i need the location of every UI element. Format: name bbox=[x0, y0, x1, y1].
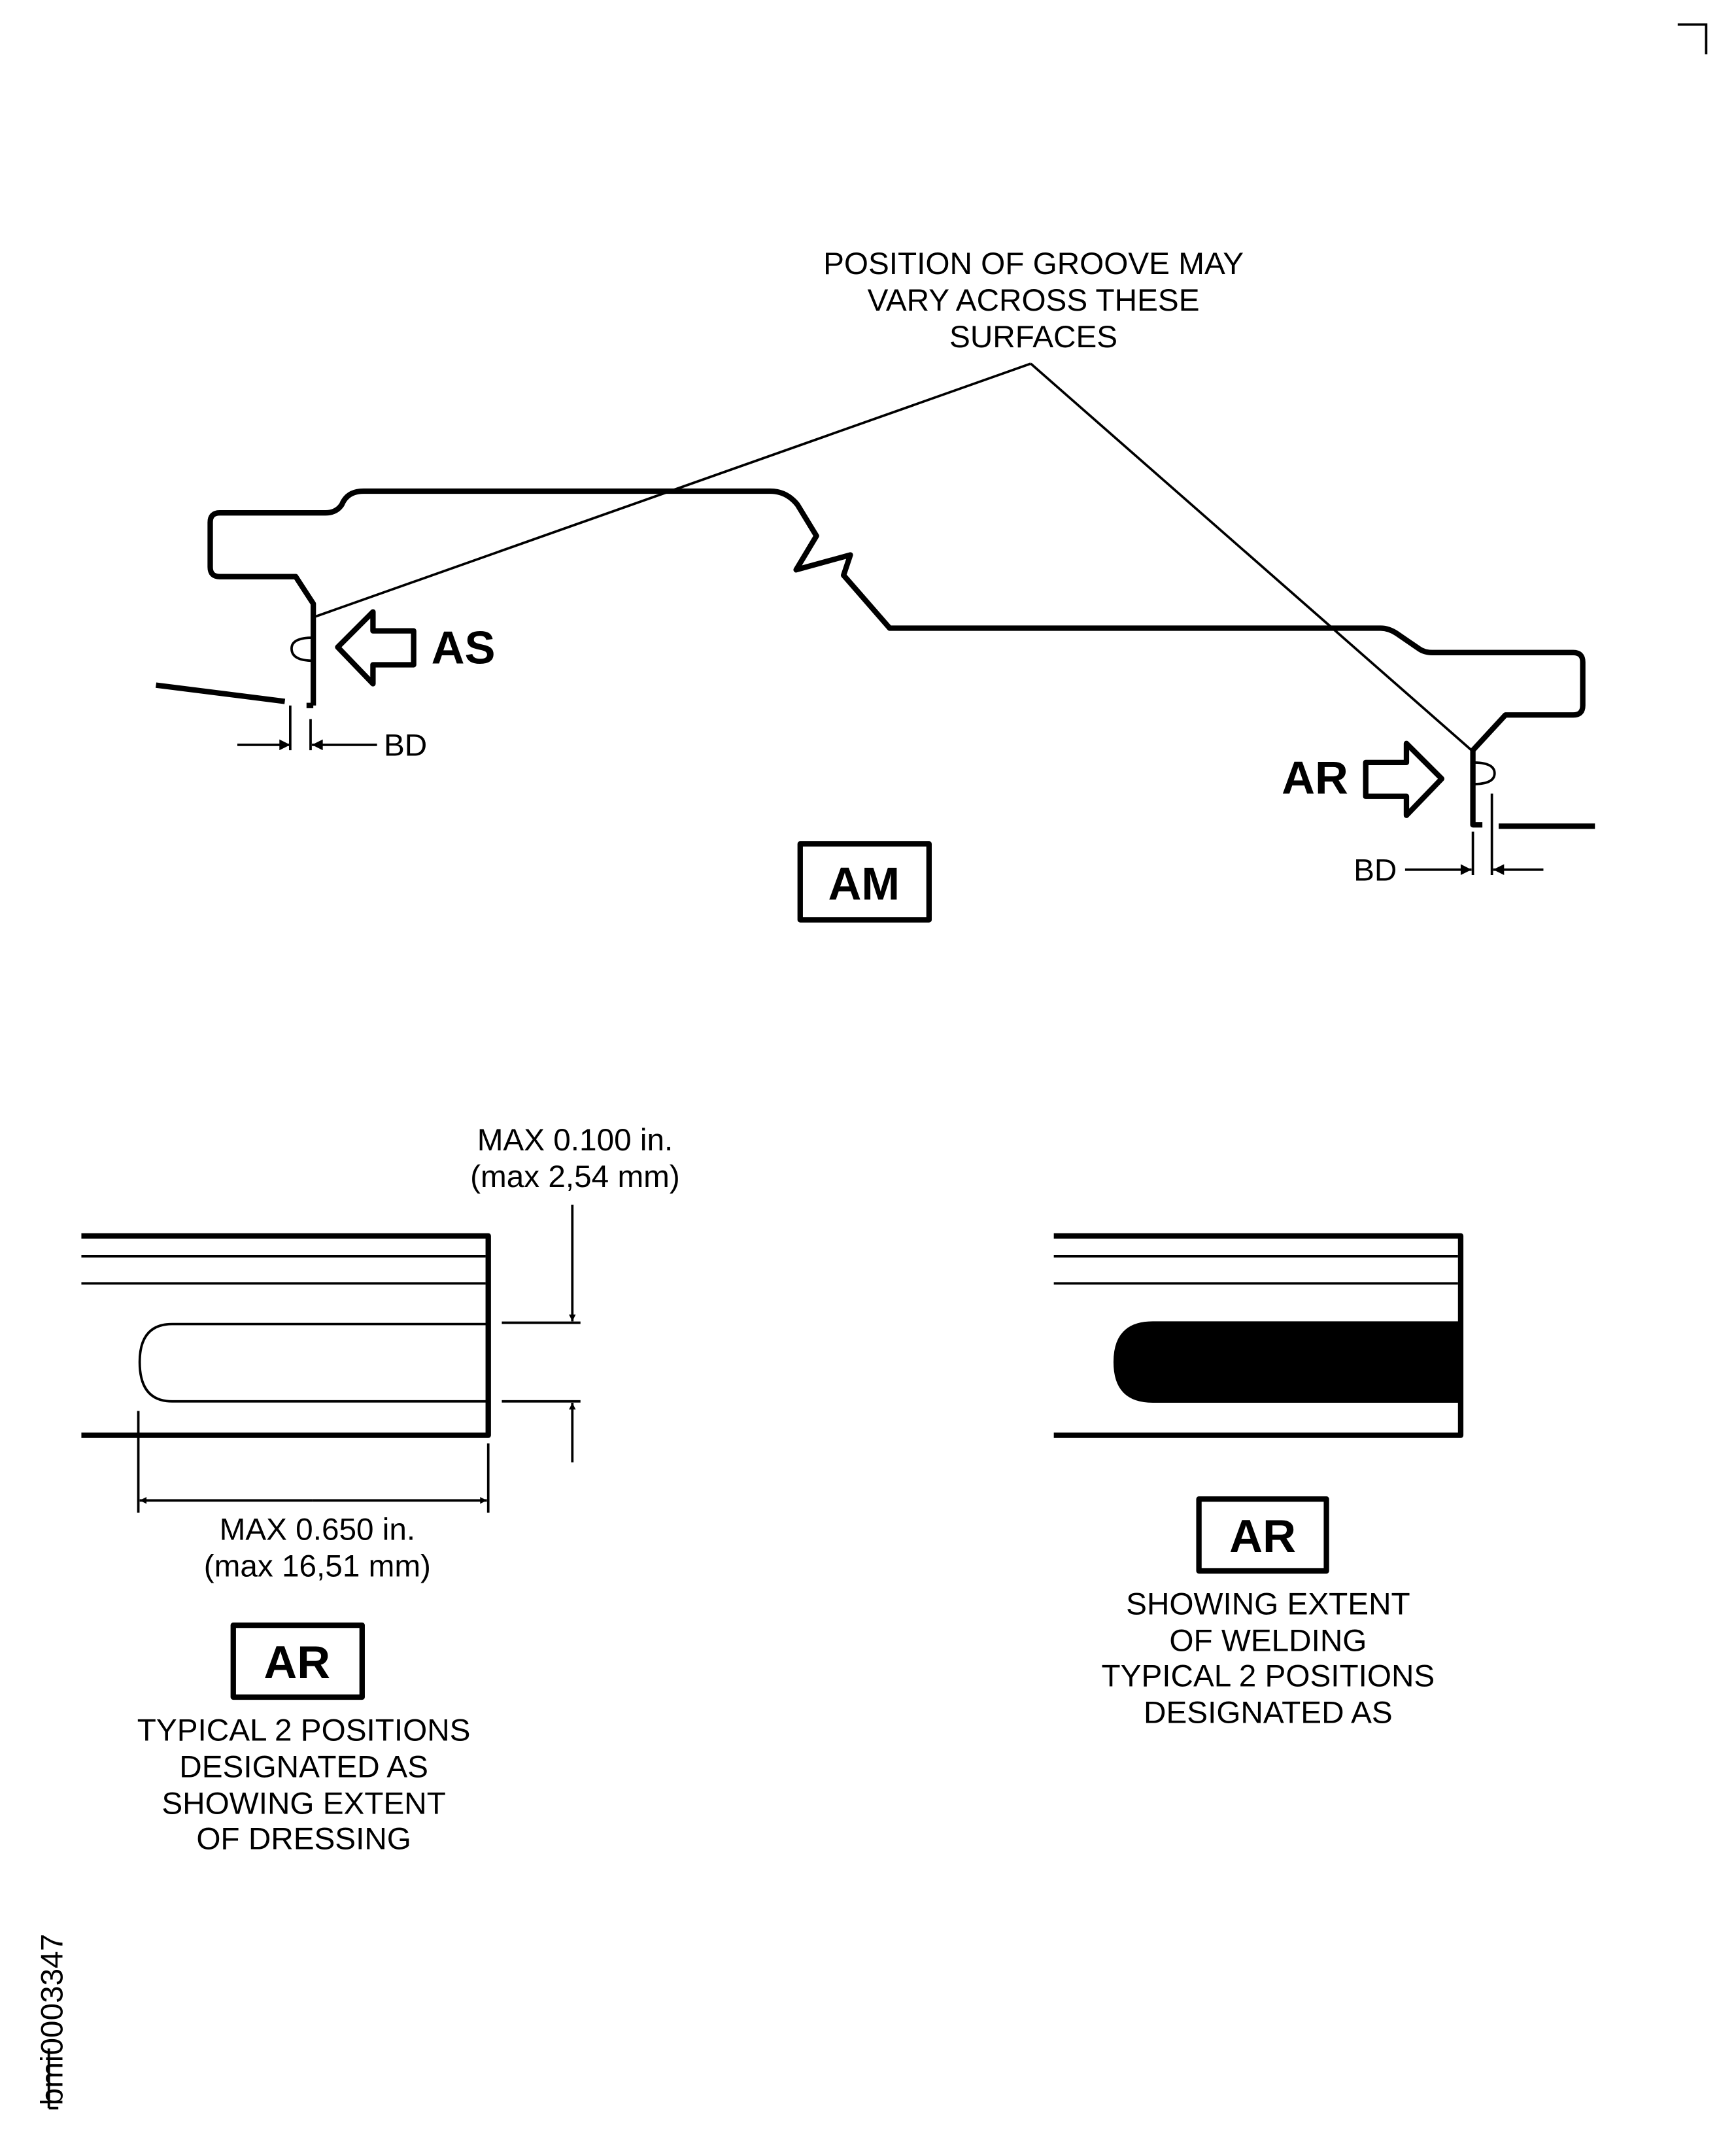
welding-caption-2: OF WELDING bbox=[1169, 1623, 1367, 1658]
bd-label-left: BD bbox=[384, 728, 427, 763]
adjacent-part-left bbox=[156, 682, 286, 704]
dressing-ar-label: AR bbox=[264, 1636, 330, 1688]
bd-label-right: BD bbox=[1353, 853, 1397, 887]
callout-line-1: POSITION OF GROOVE MAY bbox=[823, 247, 1244, 281]
figure-id: bmi0003347 bbox=[35, 1934, 69, 2106]
bd-dimension-right: BD bbox=[1353, 793, 1544, 887]
groove-left bbox=[290, 636, 314, 663]
view-am-label: AM bbox=[828, 857, 900, 909]
bd-dimension-left: BD bbox=[237, 705, 427, 763]
welding-caption-4: DESIGNATED AS bbox=[1144, 1695, 1393, 1730]
welding-detail: AR SHOWING EXTENT OF WELDING TYPICAL 2 P… bbox=[1053, 1233, 1464, 1730]
depth-dim-in: MAX 0.100 in. bbox=[477, 1123, 673, 1158]
callout-line-3: SURFACES bbox=[949, 320, 1117, 354]
welding-caption-3: TYPICAL 2 POSITIONS bbox=[1102, 1659, 1435, 1693]
dressing-detail: MAX 0.100 in. (max 2,54 mm) MAX 0.650 in… bbox=[81, 1123, 680, 1856]
leader-lines bbox=[313, 362, 1472, 751]
corner-mark-top-right bbox=[1677, 23, 1708, 55]
dressing-caption-1: TYPICAL 2 POSITIONS bbox=[137, 1713, 471, 1747]
section-profile bbox=[156, 488, 1595, 829]
weld-fill bbox=[1113, 1321, 1461, 1403]
dressing-slot bbox=[138, 1322, 487, 1403]
corner-mark-bottom-left bbox=[47, 2048, 59, 2110]
length-dim-in: MAX 0.650 in. bbox=[220, 1512, 416, 1547]
view-am-box bbox=[797, 841, 932, 923]
welding-ar-box bbox=[1196, 1496, 1329, 1574]
callout-line-2: VARY ACROSS THESE bbox=[868, 283, 1200, 318]
dressing-caption-3: SHOWING EXTENT bbox=[162, 1786, 446, 1821]
view-label-as: AS bbox=[432, 621, 496, 673]
dressing-ar-box bbox=[230, 1622, 365, 1700]
groove-right bbox=[1472, 761, 1496, 785]
welding-ar-label: AR bbox=[1229, 1510, 1296, 1562]
dressing-caption-4: OF DRESSING bbox=[196, 1821, 411, 1856]
welding-caption-1: SHOWING EXTENT bbox=[1126, 1587, 1410, 1621]
depth-dim-mm: (max 2,54 mm) bbox=[470, 1160, 680, 1194]
view-arrow-ar-icon bbox=[1363, 740, 1445, 818]
view-arrow-as-icon bbox=[335, 609, 417, 687]
groove-callout: POSITION OF GROOVE MAY VARY ACROSS THESE… bbox=[313, 247, 1472, 751]
view-label-ar: AR bbox=[1282, 752, 1348, 804]
length-dim-mm: (max 16,51 mm) bbox=[204, 1549, 431, 1583]
dressing-caption-2: DESIGNATED AS bbox=[179, 1749, 428, 1784]
